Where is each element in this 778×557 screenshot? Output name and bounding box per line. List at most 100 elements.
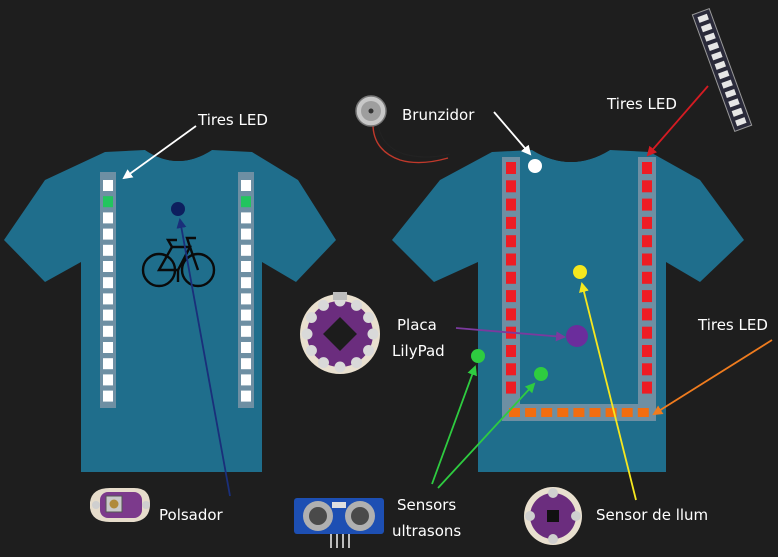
label-tires-led-bottom-right: Tires LED: [697, 316, 768, 334]
lilypad-pin: [368, 329, 379, 340]
led-square: [241, 277, 251, 288]
left-tshirt: [4, 150, 336, 472]
led-square: [241, 391, 251, 402]
lilypad-pin: [306, 312, 317, 323]
right-strip-bottom-leds: [509, 408, 649, 417]
led-square: [103, 293, 113, 304]
arrow-sensors-left: [432, 367, 475, 484]
led-square: [103, 196, 113, 207]
led-square: [103, 180, 113, 191]
led-square: [241, 245, 251, 256]
led-square: [241, 261, 251, 272]
led-square: [506, 290, 516, 302]
right-led-strip-left: [502, 157, 520, 421]
led-square: [241, 196, 251, 207]
led-square: [103, 277, 113, 288]
led-square: [103, 374, 113, 385]
lilypad-pin: [335, 362, 346, 373]
led-square: [642, 290, 652, 302]
led-square: [241, 229, 251, 240]
led-square: [642, 217, 652, 229]
led-square: [525, 408, 536, 417]
led-square: [590, 408, 601, 417]
led-square: [642, 272, 652, 284]
led-square: [573, 408, 584, 417]
ultrasonic-dot-right: [534, 367, 548, 381]
led-square: [506, 199, 516, 211]
led-square: [103, 391, 113, 402]
led-square: [638, 408, 649, 417]
led-square: [506, 308, 516, 320]
arrow-brunzidor: [494, 112, 530, 154]
led-square: [506, 235, 516, 247]
led-square: [506, 162, 516, 174]
lilypad-pin: [302, 329, 313, 340]
buzzer-dot: [528, 159, 542, 173]
left-led-strip-right: [238, 172, 254, 408]
left-led-strip-left: [100, 172, 116, 408]
led-square: [642, 345, 652, 357]
label-sensors: Sensors: [397, 496, 456, 514]
right-tshirt: [392, 150, 744, 472]
led-square: [642, 327, 652, 339]
led-square: [103, 310, 113, 321]
lilypad-pin: [363, 312, 374, 323]
lilypad-pin: [363, 345, 374, 356]
label-tires-led-left: Tires LED: [197, 111, 268, 129]
led-square: [642, 363, 652, 375]
led-square: [642, 254, 652, 266]
lilypad-pin: [351, 357, 362, 368]
label-sensor-llum: Sensor de llum: [596, 506, 708, 524]
led-square: [506, 363, 516, 375]
lilypad-pin: [351, 300, 362, 311]
led-square: [241, 374, 251, 385]
led-square: [241, 310, 251, 321]
led-square: [506, 382, 516, 394]
led-square: [506, 272, 516, 284]
lilypad-pin: [318, 357, 329, 368]
light-sensor-icon: [524, 487, 582, 545]
led-square: [506, 254, 516, 266]
led-square: [622, 408, 633, 417]
led-square: [642, 180, 652, 192]
led-strip-icon: [692, 9, 751, 132]
led-square: [642, 162, 652, 174]
led-square: [241, 342, 251, 353]
led-square: [241, 180, 251, 191]
led-square: [103, 261, 113, 272]
led-square: [541, 408, 552, 417]
label-placa: Placa: [397, 316, 437, 334]
led-square: [103, 245, 113, 256]
right-led-strip-right: [638, 157, 656, 421]
led-square: [506, 180, 516, 192]
led-square: [642, 235, 652, 247]
led-square: [103, 229, 113, 240]
led-square: [642, 199, 652, 211]
arrow-tires-led-bottom-right: [654, 340, 772, 414]
led-square: [642, 382, 652, 394]
led-square: [241, 212, 251, 223]
label-tires-led-top-right: Tires LED: [606, 95, 677, 113]
label-brunzidor: Brunzidor: [402, 106, 475, 124]
label-ultrasons: ultrasons: [392, 522, 461, 540]
ultrasonic-dot-left: [471, 349, 485, 363]
led-square: [103, 358, 113, 369]
led-square: [241, 358, 251, 369]
lilypad-pin: [306, 345, 317, 356]
push-button-icon: [90, 488, 150, 522]
ultrasonic-sensor-icon: [294, 498, 384, 548]
lilypad-pin: [318, 300, 329, 311]
led-square: [241, 293, 251, 304]
led-square: [557, 408, 568, 417]
led-square: [241, 326, 251, 337]
led-square: [642, 308, 652, 320]
lilypad-board-icon: [300, 292, 380, 374]
lilypad-dot: [566, 325, 588, 347]
push-button-dot: [171, 202, 185, 216]
led-square: [506, 217, 516, 229]
label-lilypad: LilyPad: [392, 342, 445, 360]
light-sensor-dot: [573, 265, 587, 279]
label-polsador: Polsador: [159, 506, 224, 524]
led-square: [103, 326, 113, 337]
